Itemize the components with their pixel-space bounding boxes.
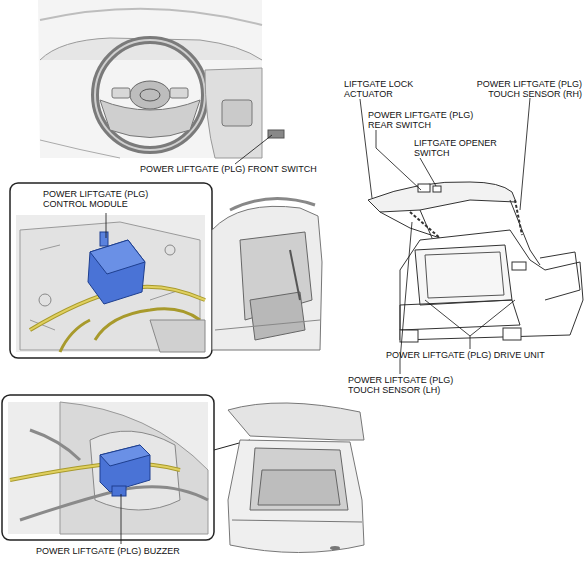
part-label: POWER LIFTGATE (PLG) DRIVE UNIT	[386, 350, 566, 360]
buzzer-inset	[2, 395, 250, 540]
part-label: POWER LIFTGATE (PLG) CONTROL MODULE	[43, 189, 161, 209]
part-label: POWER LIFTGATE (PLG) REAR SWITCH	[368, 110, 480, 130]
dashboard-sketch	[38, 0, 284, 158]
vehicle-rear-sketch	[368, 182, 583, 342]
leader-lines	[106, 98, 530, 544]
part-label: POWER LIFTGATE (PLG) FRONT SWITCH	[140, 164, 340, 174]
part-label: POWER LIFTGATE (PLG) BUZZER	[36, 546, 226, 556]
part-label: LIFTGATE OPENER SWITCH	[414, 138, 504, 158]
part-label: POWER LIFTGATE (PLG) TOUCH SENSOR (LH)	[348, 375, 460, 395]
control-module-inset	[10, 183, 240, 358]
vehicle-rear-sketch	[212, 199, 322, 350]
part-label: LIFTGATE LOCK ACTUATOR	[344, 79, 424, 99]
part-label: POWER LIFTGATE (PLG) TOUCH SENSOR (RH)	[470, 79, 582, 99]
vehicle-rear-sketch	[228, 403, 364, 553]
